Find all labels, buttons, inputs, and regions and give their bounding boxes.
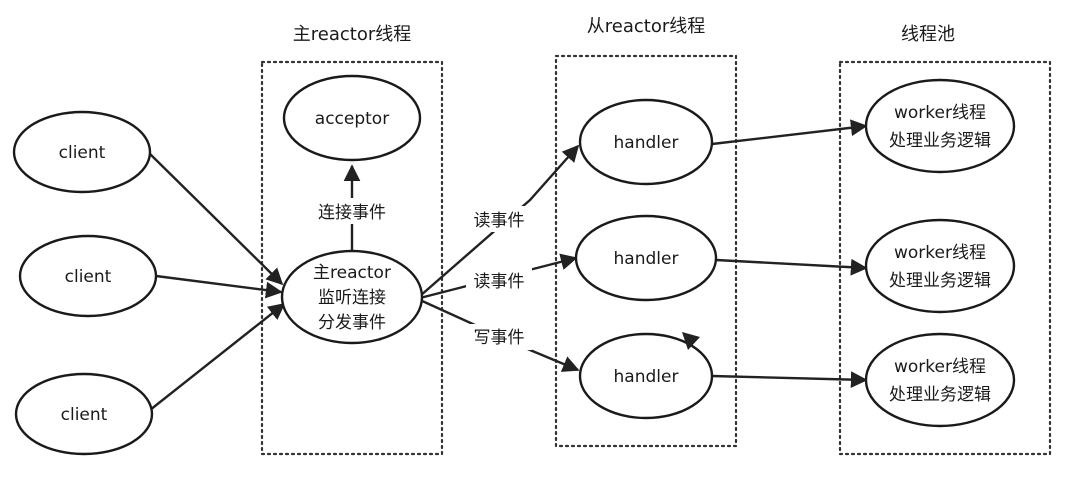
acceptor-node-label: acceptor [315,109,389,129]
sub-reactor-thread-group [554,54,738,448]
main-reactor-thread-group [260,60,444,456]
worker-node-1-label-line1: worker线程 [894,103,986,123]
acceptor-node [282,74,422,162]
thread-pool-group [838,60,1052,456]
edge-handler3-to-worker3 [711,371,868,389]
handler-node-3 [578,332,714,420]
read-event-label-2: 读事件 [474,272,525,292]
handler-3-loop-arrow [682,332,700,350]
worker-node-3 [864,332,1016,428]
main-reactor-thread-title: 主reactor线程 [293,24,411,45]
worker-node-2 [864,218,1016,314]
main-reactor-node-label-line2: 监听连接 [318,288,386,308]
client-node-1 [12,110,152,194]
edge-client2-to-main-reactor [155,274,283,299]
sub-reactor-thread-title: 从reactor线程 [587,16,705,37]
edge-handler2-to-worker2 [715,258,868,276]
client-node-3-label: client [61,405,108,425]
thread-pool-title: 线程池 [901,24,955,45]
connect-event-label: 连接事件 [318,203,386,223]
handler-node-2 [574,214,718,302]
read-event-label-1: 读事件 [474,211,525,231]
edge-client1-to-main-reactor [147,151,284,286]
edge-client3-to-main-reactor [149,302,286,411]
write-event-label: 写事件 [474,328,525,348]
write-event-label-bg [466,324,532,350]
edge-main-reactor-to-handler1 [419,144,580,297]
main-reactor-node-label-line3: 分发事件 [318,313,386,333]
worker-node-2-label-line1: worker线程 [894,243,986,263]
client-node-3 [14,372,154,456]
main-reactor-node [280,249,424,345]
handler-node-1-label: handler [614,133,679,153]
read-event-label-2-bg [466,268,532,294]
read-event-label-1-bg [466,206,532,232]
edge-handler1-to-worker1 [711,119,868,146]
worker-node-1 [864,78,1016,174]
main-reactor-node-label-line1: 主reactor [313,263,391,283]
worker-node-3-label-line2: 处理业务逻辑 [889,385,991,405]
worker-node-2-label-line2: 处理业务逻辑 [889,271,991,291]
connect-event-label-bg [304,198,402,224]
client-node-2 [18,234,158,318]
client-node-2-label: client [65,267,112,287]
client-node-1-label: client [59,143,106,163]
worker-node-1-label-line2: 处理业务逻辑 [889,131,991,151]
handler-node-3-label: handler [614,367,679,387]
handler-node-2-label: handler [614,249,679,269]
worker-node-3-label-line1: worker线程 [894,357,986,377]
handler-node-1 [578,98,714,186]
